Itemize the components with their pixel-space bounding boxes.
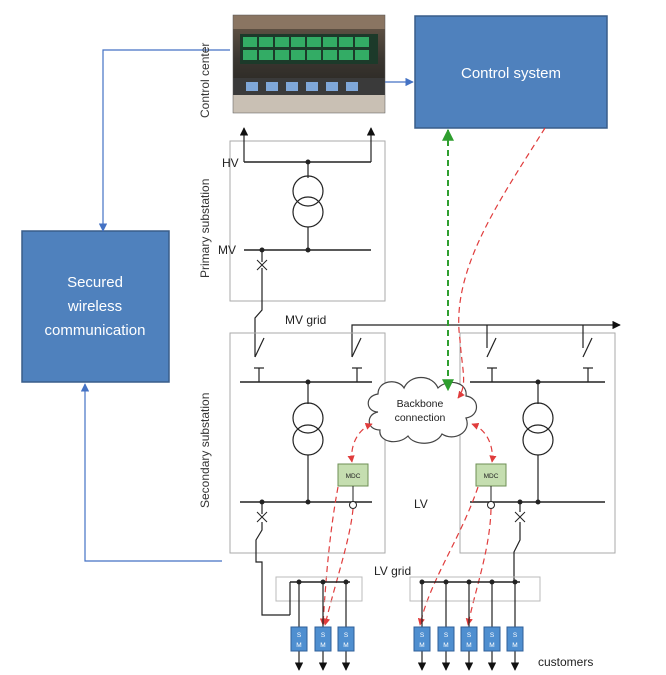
smart-meter-label-bottom: M (296, 642, 301, 649)
wireless-to-control-center-line (98, 49, 230, 232)
smart-meter-label-bottom: M (343, 642, 348, 649)
smart-meter-label-top: S (444, 632, 449, 639)
secondary-to-wireless-line (80, 383, 222, 562)
primary-breaker-icon (256, 259, 268, 271)
mdc-left-to-meters-link-b (319, 486, 339, 626)
backbone-to-mdc-right-link (471, 422, 497, 463)
right-transformer-coil-top (522, 402, 554, 434)
hv-label: HV (222, 156, 239, 170)
smart-meter-label-top: S (321, 632, 326, 639)
smart-meter-label-top: S (513, 632, 518, 639)
data-links (319, 127, 546, 626)
control-system-label: Control system (461, 65, 561, 82)
smart-meter-label-top: S (490, 632, 495, 639)
control-system-box: Control system (414, 15, 608, 129)
right-transformer-coil-bottom (522, 424, 554, 456)
primary-substation-side-label: Primary substation (198, 179, 212, 278)
backbone-label-line1: Backbone (397, 398, 444, 410)
lv-grid-label: LV grid (374, 564, 411, 578)
mv-feeder (254, 290, 621, 357)
right-switch-a-icon (486, 337, 497, 358)
secondary-substation-right (459, 325, 616, 582)
smart-meter-label-bottom: M (443, 642, 448, 649)
wireless-communication-box: Secured wireless communication (21, 230, 170, 383)
control-center-photo (232, 14, 386, 114)
secondary-substation-side-label: Secondary substation (198, 393, 212, 508)
smart-meter: SM (483, 626, 501, 652)
smart-meter-label-bottom: M (489, 642, 494, 649)
smart-meter-label-bottom: M (320, 642, 325, 649)
communication-lines (80, 49, 414, 562)
mdc-left-to-meters-link-a (323, 508, 354, 626)
backbone-to-mdc-left-link (347, 422, 373, 463)
smart-meter: SM (314, 626, 332, 652)
mdc-left: MDC (337, 463, 369, 509)
left-transformer-coil-bottom (292, 424, 324, 456)
mv-primary-label: MV (218, 243, 236, 257)
left-switch-a-icon (254, 337, 265, 358)
smart-meter-label-bottom: M (466, 642, 471, 649)
control-system-to-backbone-link (457, 127, 546, 399)
customers-label: customers (538, 655, 593, 669)
backbone-label-line2: connection (395, 412, 446, 424)
smart-meter: SM (460, 626, 478, 652)
smart-meter-label-top: S (467, 632, 472, 639)
wireless-label-line2: wireless (67, 298, 122, 315)
lv-label: LV (414, 497, 428, 511)
left-switch-b-icon (351, 337, 362, 358)
smart-meter-label-bottom: M (419, 642, 424, 649)
smart-meter-label-bottom: M (512, 642, 517, 649)
smart-meter-label-top: S (344, 632, 349, 639)
primary-substation (229, 127, 386, 302)
mdc-right-to-meters-link-a (465, 508, 492, 626)
primary-transformer-coil-bottom (292, 196, 324, 228)
primary-transformer-coil-top (292, 175, 324, 207)
wireless-label-line1: Secured (67, 274, 123, 291)
right-switch-b-icon (582, 337, 593, 358)
smart-meter: SM (437, 626, 455, 652)
mv-grid-label: MV grid (285, 313, 326, 327)
left-lv-breaker-icon (256, 511, 268, 523)
wireless-label-line3: communication (45, 322, 146, 339)
lv-feeder-left (275, 576, 363, 671)
mdc-right-to-meters-link-b (417, 486, 479, 626)
smart-meter: SM (506, 626, 524, 652)
smart-meter-label-top: S (297, 632, 302, 639)
backbone-cloud: Backbone connection (367, 376, 478, 444)
smart-meter: SM (290, 626, 308, 652)
secondary-substation-left (229, 332, 386, 616)
smart-meter: SM (413, 626, 431, 652)
mdc-right: MDC (475, 463, 507, 509)
mdc-right-label: MDC (484, 473, 499, 480)
smart-meter: SM (337, 626, 355, 652)
left-transformer-coil-top (292, 402, 324, 434)
mdc-left-label: MDC (346, 473, 361, 480)
control-center-side-label: Control center (198, 43, 212, 118)
smart-meter-label-top: S (420, 632, 425, 639)
lv-feeder-right (409, 576, 541, 671)
right-lv-breaker-icon (514, 511, 526, 523)
